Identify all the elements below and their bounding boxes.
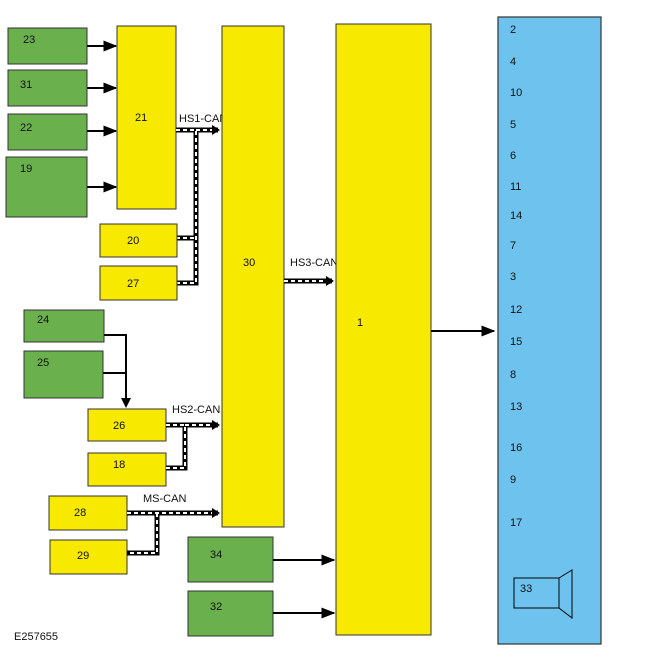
display-item-12: 12	[510, 304, 522, 316]
svg-text:29: 29	[77, 550, 89, 562]
display-item-8: 8	[510, 369, 516, 381]
arrow-24-25-to-26	[103, 334, 127, 404]
svg-text:31: 31	[20, 79, 32, 91]
block-29: 29	[49, 539, 128, 575]
block-30: 30	[221, 25, 285, 528]
svg-text:34: 34	[210, 549, 222, 561]
hs3-can-label: HS3-CAN	[290, 257, 338, 269]
display-panel	[497, 16, 602, 645]
speaker-icon: 33	[513, 569, 573, 620]
display-item-7: 7	[510, 240, 516, 252]
display-item-3: 3	[510, 271, 516, 283]
svg-text:28: 28	[74, 507, 86, 519]
display-item-5: 5	[510, 119, 516, 131]
ms-can-bus	[127, 508, 220, 556]
svg-text:24: 24	[37, 314, 49, 326]
display-item-13: 13	[510, 401, 522, 413]
display-item-list: 2 4 10 5 6 11 14 7 3 12 15 8 13 16 9 17	[510, 24, 522, 529]
block-20: 20	[99, 223, 178, 258]
display-item-2: 2	[510, 24, 516, 36]
svg-text:23: 23	[23, 34, 35, 46]
block-27: 27	[99, 265, 178, 301]
display-item-15: 15	[510, 336, 522, 348]
svg-text:22: 22	[20, 122, 32, 134]
display-item-10: 10	[510, 87, 522, 99]
display-item-16: 16	[510, 442, 522, 454]
svg-text:30: 30	[243, 257, 255, 269]
block-32: 32	[187, 590, 274, 637]
svg-text:27: 27	[127, 278, 139, 290]
display-item-6: 6	[510, 150, 516, 162]
svg-text:25: 25	[37, 357, 49, 369]
figure-reference: E257655	[14, 631, 58, 643]
block-18: 18	[87, 452, 167, 487]
display-item-14: 14	[510, 210, 522, 222]
block-31: 31	[7, 69, 88, 107]
display-item-9: 9	[510, 474, 516, 486]
block-19: 19	[5, 156, 88, 218]
display-item-4: 4	[510, 56, 516, 68]
hs1-can-label: HS1-CAN	[179, 113, 227, 125]
ms-can-label: MS-CAN	[143, 493, 186, 505]
svg-text:20: 20	[127, 235, 139, 247]
speaker-label: 33	[520, 583, 532, 595]
svg-text:19: 19	[20, 163, 32, 175]
display-item-11: 11	[510, 181, 521, 193]
block-22: 22	[7, 113, 88, 151]
block-34: 34	[187, 536, 274, 583]
block-28: 28	[48, 495, 128, 531]
hs1-can-bus	[176, 125, 220, 286]
block-24: 24	[23, 309, 105, 343]
hs3-can-bus	[284, 276, 334, 286]
block-25: 25	[23, 350, 104, 399]
svg-text:18: 18	[113, 459, 125, 471]
svg-text:32: 32	[210, 601, 222, 613]
block-26: 26	[87, 408, 167, 442]
svg-text:21: 21	[135, 112, 147, 124]
svg-text:1: 1	[357, 317, 363, 329]
block-1: 1	[335, 23, 432, 636]
hs2-can-label: HS2-CAN	[172, 404, 220, 416]
display-item-17: 17	[510, 517, 522, 529]
block-23: 23	[7, 27, 88, 65]
hs2-can-bus	[166, 420, 220, 471]
block-21: 21	[116, 25, 177, 210]
svg-text:26: 26	[113, 420, 125, 432]
